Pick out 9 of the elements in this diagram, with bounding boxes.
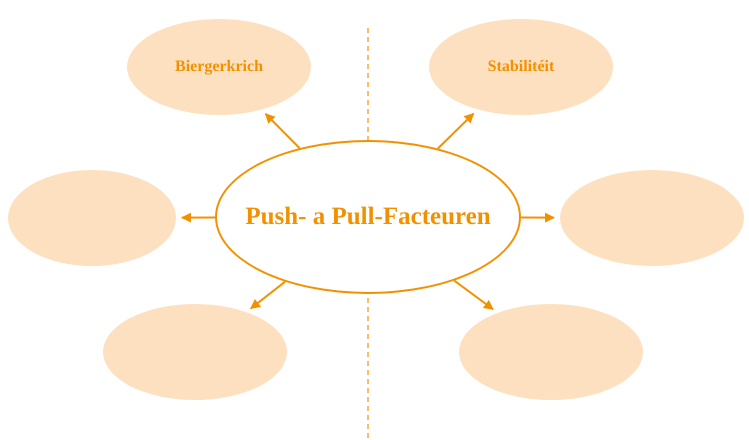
arrow (521, 212, 555, 223)
arrow (264, 113, 300, 149)
arrow (437, 112, 474, 150)
topic-ellipse: Stabilitéit (429, 19, 613, 115)
central-ellipse: Push- a Pull-Facteuren (215, 140, 521, 294)
arrow (181, 212, 215, 223)
arrow (250, 280, 286, 310)
arrow (454, 280, 494, 310)
topic-ellipse: Biergerkrich (127, 19, 311, 115)
